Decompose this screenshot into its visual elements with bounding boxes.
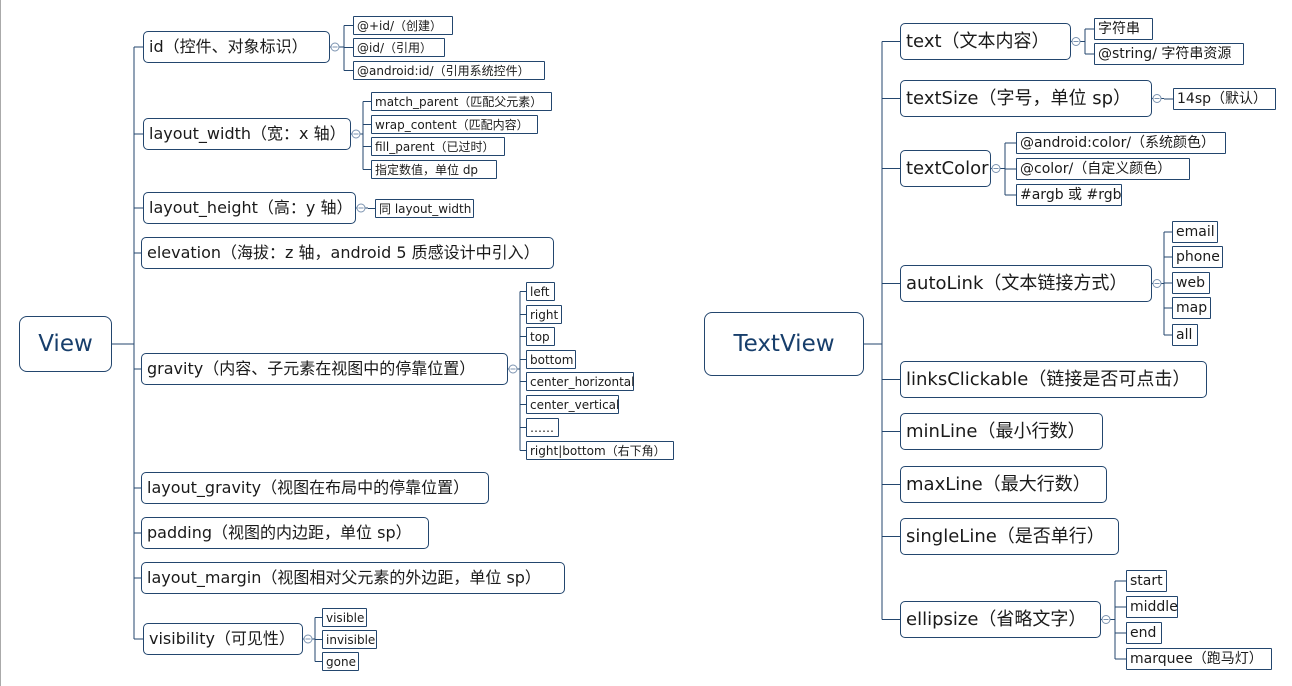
textview-ellipsize-leaf-3[interactable]: end [1126, 622, 1162, 644]
textview-branch-autolink[interactable]: autoLink（文本链接方式） [900, 265, 1152, 302]
view-width-leaf-2[interactable]: wrap_content（匹配内容） [371, 115, 538, 134]
textview-branch-textcolor[interactable]: textColor [900, 150, 991, 187]
view-width-leaf-1[interactable]: match_parent（匹配父元素） [371, 92, 552, 111]
textview-branch-singleline[interactable]: singleLine（是否单行） [900, 518, 1119, 555]
view-gravity-leaf-1[interactable]: left [526, 282, 555, 301]
textview-branch-textsize[interactable]: textSize（字号，单位 sp） [900, 80, 1152, 117]
textview-branch-text[interactable]: text（文本内容） [900, 23, 1071, 60]
view-visibility-leaf-1[interactable]: visible [322, 608, 367, 627]
textview-branch-minline[interactable]: minLine（最小行数） [900, 413, 1103, 450]
textview-textcolor-leaf-2[interactable]: @color/（自定义颜色） [1016, 158, 1190, 180]
view-branch-elevation[interactable]: elevation（海拔：z 轴，android 5 质感设计中引入） [141, 237, 554, 269]
textview-textsize-leaf-1[interactable]: 14sp（默认） [1173, 88, 1276, 110]
view-width-leaf-3[interactable]: fill_parent（已过时） [371, 137, 505, 156]
textview-autolink-leaf-1[interactable]: email [1172, 221, 1218, 243]
view-gravity-leaf-6[interactable]: center_vertical [526, 395, 619, 414]
view-width-leaf-4[interactable]: 指定数值，单位 dp [371, 160, 497, 179]
view-gravity-leaf-2[interactable]: right [526, 305, 562, 324]
root-node-textview[interactable]: TextView [704, 312, 864, 376]
textview-ellipsize-leaf-4[interactable]: marquee（跑马灯） [1126, 648, 1272, 670]
view-branch-visibility[interactable]: visibility（可见性） [143, 623, 303, 655]
textview-autolink-leaf-3[interactable]: web [1172, 272, 1210, 294]
view-gravity-leaf-3[interactable]: top [526, 327, 555, 346]
view-gravity-leaf-5[interactable]: center_horizontal [526, 372, 634, 391]
textview-text-leaf-1[interactable]: 字符串 [1094, 18, 1153, 40]
view-branch-padding[interactable]: padding（视图的内边距，单位 sp） [141, 517, 429, 549]
textview-ellipsize-leaf-2[interactable]: middle [1126, 596, 1178, 618]
textview-textcolor-leaf-3[interactable]: #argb 或 #rgb [1016, 184, 1122, 206]
textview-branch-linksclickable[interactable]: linksClickable（链接是否可点击） [900, 361, 1207, 398]
view-branch-layout-gravity[interactable]: layout_gravity（视图在布局中的停靠位置） [141, 472, 489, 504]
root-node-view[interactable]: View [19, 316, 112, 372]
view-visibility-leaf-2[interactable]: invisible [322, 630, 377, 649]
view-id-leaf-1[interactable]: @+id/（创建） [353, 16, 453, 35]
view-branch-gravity[interactable]: gravity（内容、子元素在视图中的停靠位置） [141, 353, 508, 385]
view-height-leaf-1[interactable]: 同 layout_width [375, 199, 474, 218]
left-edge-divider [0, 0, 1, 686]
textview-autolink-leaf-4[interactable]: map [1172, 297, 1211, 319]
textview-autolink-leaf-2[interactable]: phone [1172, 246, 1223, 268]
view-branch-layout-margin[interactable]: layout_margin（视图相对父元素的外边距，单位 sp） [141, 562, 565, 594]
view-gravity-leaf-7[interactable]: …… [526, 418, 559, 437]
view-gravity-leaf-8[interactable]: right|bottom（右下角） [526, 441, 674, 460]
textview-textcolor-leaf-1[interactable]: @android:color/（系统颜色） [1016, 132, 1226, 154]
view-visibility-leaf-3[interactable]: gone [322, 652, 359, 671]
textview-branch-maxline[interactable]: maxLine（最大行数） [900, 466, 1107, 503]
textview-branch-ellipsize[interactable]: ellipsize（省略文字） [900, 601, 1101, 638]
view-branch-layout-height[interactable]: layout_height（高：y 轴） [143, 192, 356, 224]
view-gravity-leaf-4[interactable]: bottom [526, 350, 576, 369]
view-id-leaf-3[interactable]: @android:id/（引用系统控件） [353, 61, 545, 80]
textview-text-leaf-2[interactable]: @string/ 字符串资源 [1094, 43, 1244, 65]
view-id-leaf-2[interactable]: @id/（引用） [353, 38, 445, 57]
view-branch-id[interactable]: id（控件、对象标识） [143, 31, 330, 63]
view-branch-layout-width[interactable]: layout_width（宽：x 轴） [143, 118, 351, 150]
textview-ellipsize-leaf-1[interactable]: start [1126, 570, 1167, 592]
textview-autolink-leaf-5[interactable]: all [1172, 324, 1198, 346]
